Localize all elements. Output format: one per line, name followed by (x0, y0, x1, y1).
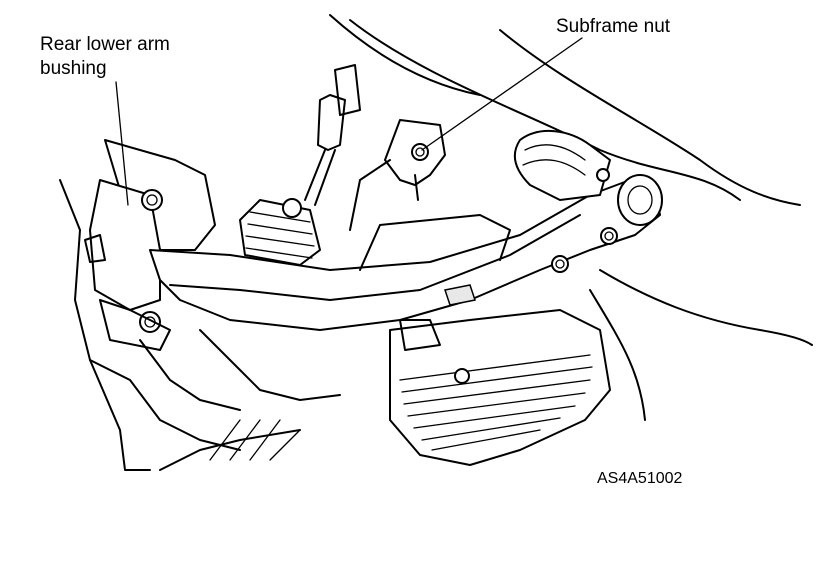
leader-subframe-nut (421, 37, 583, 151)
subframe-body (59, 179, 341, 471)
rear-lower-arm-bushing-label-line2: bushing (40, 58, 107, 79)
cv-boot (513, 129, 611, 201)
figure-code: AS4A51002 (597, 470, 683, 487)
rear-lower-arm-bushing-label-line1: Rear lower arm (40, 34, 170, 55)
bushing-bracket (84, 139, 216, 351)
oil-pan (389, 309, 611, 466)
leader-bushing (115, 81, 129, 206)
rear-lower-arm-bushing-label: Rear lower arm bushing (40, 33, 170, 81)
rear-lower-arm (149, 174, 663, 331)
subframe-nut-bracket (349, 119, 511, 271)
leader-lines (115, 37, 583, 206)
shock-absorber (239, 64, 361, 266)
subframe-nut-label: Subframe nut (556, 16, 671, 37)
